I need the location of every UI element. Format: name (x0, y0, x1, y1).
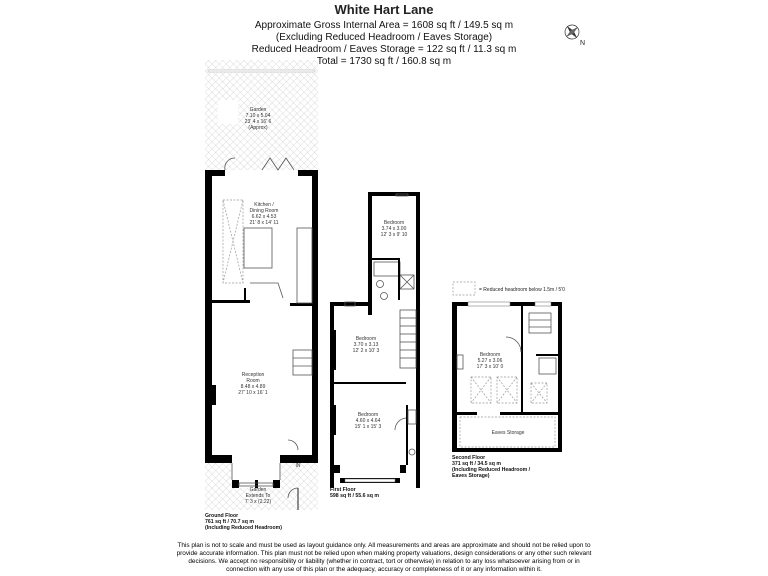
svg-text:Dining Room: Dining Room (250, 208, 279, 214)
svg-text:Bedroom: Bedroom (358, 412, 378, 418)
svg-text:17' 3 x 10' 0: 17' 3 x 10' 0 (477, 364, 504, 370)
svg-text:8.48 x 4.89: 8.48 x 4.89 (241, 384, 266, 390)
svg-text:Bedroom: Bedroom (356, 336, 376, 342)
svg-text:Garden: Garden (250, 487, 267, 493)
svg-text:21' 8 x 14' 11: 21' 8 x 14' 11 (249, 220, 278, 226)
svg-text:371 sq ft / 34.5 sq m: 371 sq ft / 34.5 sq m (452, 461, 501, 467)
svg-text:(Approx): (Approx) (248, 125, 268, 131)
first-floor-plan (330, 192, 420, 488)
svg-text:First Floor: First Floor (330, 487, 356, 493)
area-line: Total = 1730 sq ft / 160.8 sq m (317, 56, 451, 67)
svg-text:3.70 x 3.13: 3.70 x 3.13 (354, 342, 379, 348)
svg-text:27' 10 x 16' 1: 27' 10 x 16' 1 (238, 390, 268, 396)
svg-text:761 sq ft / 70.7 sq m: 761 sq ft / 70.7 sq m (205, 519, 254, 525)
svg-text:4.60 x 4.64: 4.60 x 4.64 (356, 418, 381, 424)
room-label-kitchen: Kitchen / Dining Room 6.62 x 4.53 21' 8 … (249, 202, 278, 226)
room-label-first-floor-rear-bedroom: Bedroom 3.74 x 3.00 12' 3 x 9' 10 (381, 220, 408, 238)
svg-text:(Including Reduced Headroom): (Including Reduced Headroom) (205, 525, 282, 531)
svg-text:598 sq ft / 55.6 sq m: 598 sq ft / 55.6 sq m (330, 493, 379, 499)
svg-text:This plan is not to scale and: This plan is not to scale and must be us… (177, 542, 590, 549)
room-label-rear-garden: Garden 7.10 x 5.04 23' 4 x 16' 6 (Approx… (245, 107, 272, 131)
svg-text:decisions. We accept no respon: decisions. We accept no responsibility o… (188, 558, 580, 565)
svg-text:12' 2 x 10' 3: 12' 2 x 10' 3 (353, 348, 380, 354)
svg-text:Kitchen /: Kitchen / (254, 202, 274, 208)
svg-text:Reception: Reception (242, 372, 265, 378)
svg-text:7' 3 x (2.22): 7' 3 x (2.22) (245, 499, 272, 505)
area-line: (Excluding Reduced Headroom / Eaves Stor… (276, 32, 492, 43)
disclaimer: This plan is not to scale and must be us… (177, 542, 592, 573)
entrance-label: IN (296, 463, 301, 469)
second-floor-caption: Second Floor 371 sq ft / 34.5 sq m (Incl… (452, 455, 531, 479)
front-garden-area (205, 463, 318, 510)
first-floor-caption: First Floor 598 sq ft / 55.6 sq m (330, 487, 379, 499)
svg-text:(Including Reduced Headroom /: (Including Reduced Headroom / (452, 467, 531, 473)
svg-text:6.62 x 4.53: 6.62 x 4.53 (252, 214, 277, 220)
room-label-reception: Reception Room 8.48 x 4.89 27' 10 x 16' … (238, 372, 268, 396)
compass-north-label: N (580, 40, 585, 47)
ground-floor-plan (205, 60, 318, 510)
legend-label: = Reduced headroom below 1.5m / 5'0 (479, 287, 565, 293)
svg-text:Garden: Garden (250, 107, 267, 113)
svg-text:connection with any use of thi: connection with any use of this plan or … (226, 566, 542, 573)
svg-text:Ground Floor: Ground Floor (205, 513, 238, 519)
svg-text:Extends To: Extends To (246, 493, 271, 499)
svg-text:5.27 x 3.06: 5.27 x 3.06 (478, 358, 503, 364)
plan-title: White Hart Lane (335, 2, 434, 17)
compass-icon (564, 24, 580, 40)
legend-swatch (452, 281, 476, 296)
area-line: Approximate Gross Internal Area = 1608 s… (255, 20, 513, 31)
svg-text:7.10 x 5.04: 7.10 x 5.04 (246, 113, 271, 119)
room-label-front-garden: Garden Extends To 7' 3 x (2.22) (245, 487, 272, 505)
svg-text:3.74 x 3.00: 3.74 x 3.00 (382, 226, 407, 232)
second-floor-plan (452, 301, 562, 452)
svg-text:Room: Room (246, 378, 259, 384)
svg-text:Bedroom: Bedroom (384, 220, 404, 226)
room-label-first-floor-front-bedroom: Bedroom 4.60 x 4.64 15' 1 x 15' 3 (355, 412, 382, 430)
room-label-first-floor-middle-bedroom: Bedroom 3.70 x 3.13 12' 2 x 10' 3 (353, 336, 380, 354)
svg-text:15' 1 x 15' 3: 15' 1 x 15' 3 (355, 424, 382, 430)
area-line: Reduced Headroom / Eaves Storage = 122 s… (252, 44, 517, 55)
svg-text:12' 3 x 9' 10: 12' 3 x 9' 10 (381, 232, 408, 238)
svg-text:23' 4 x 16' 6: 23' 4 x 16' 6 (245, 119, 272, 125)
svg-text:Bedroom: Bedroom (480, 352, 500, 358)
ground-floor-caption: Ground Floor 761 sq ft / 70.7 sq m (Incl… (205, 513, 282, 531)
svg-text:provide accurate information.: provide accurate information. This plan … (177, 550, 592, 557)
room-label-second-floor-bedroom: Bedroom 5.27 x 3.06 17' 3 x 10' 0 (477, 352, 504, 370)
svg-text:Eaves Storage): Eaves Storage) (452, 473, 490, 479)
room-label-eaves-storage: Eaves Storage (492, 430, 525, 436)
svg-text:Second Floor: Second Floor (452, 455, 485, 461)
